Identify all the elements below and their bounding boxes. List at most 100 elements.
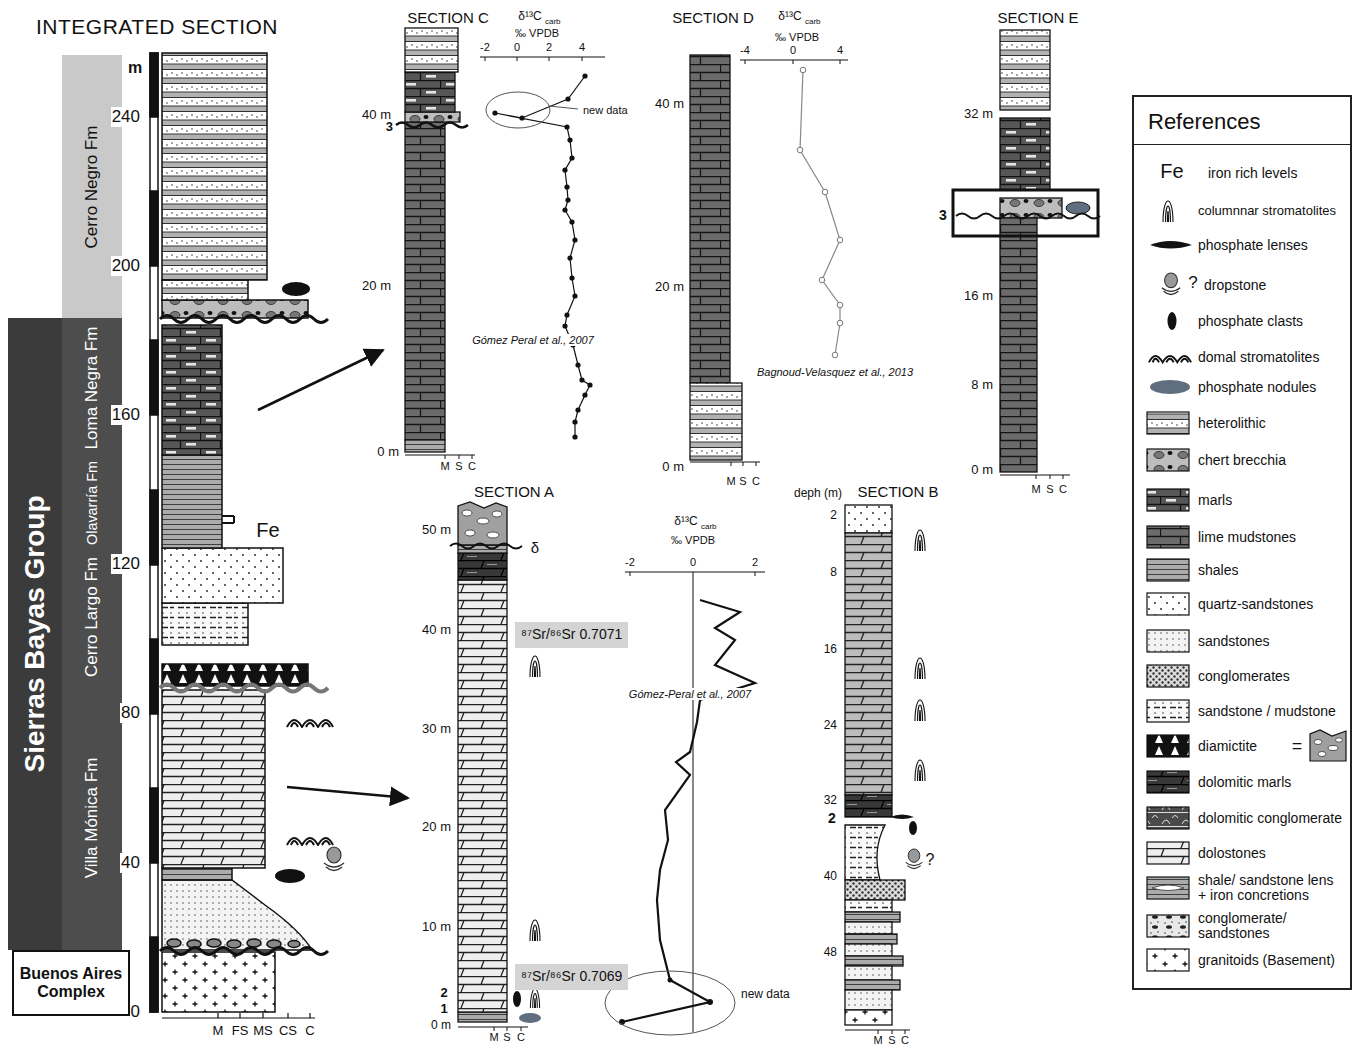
axis-label: 20 m bbox=[654, 280, 685, 295]
legend-text: heterolithic bbox=[1197, 415, 1267, 431]
legend-text: diamictite bbox=[1197, 738, 1258, 754]
axis-label: 40 bbox=[120, 853, 141, 873]
axis-label: 0 m bbox=[970, 463, 994, 478]
node-text: Sierras Bayas Group bbox=[19, 495, 51, 772]
legend-text: conglomerates bbox=[1197, 668, 1291, 684]
axis-label: Gómez-Peral et al., 2007 bbox=[628, 688, 752, 701]
axis-label: ‰ VPDB bbox=[670, 534, 716, 547]
axis-label: 0 bbox=[689, 556, 697, 569]
axis-label: Fe bbox=[1159, 160, 1184, 183]
legend-text: sandstones bbox=[1197, 633, 1271, 649]
axis-label: 200 bbox=[111, 256, 141, 276]
legend-text: dolomitic marls bbox=[1197, 774, 1292, 790]
axis-label: 32 m bbox=[963, 107, 994, 122]
node-text: Cerro Negro Fm bbox=[82, 125, 102, 248]
axis-label: 240 bbox=[111, 107, 141, 127]
axis-label: S bbox=[887, 1034, 896, 1046]
axis-label: SECTION E bbox=[997, 9, 1080, 26]
axis-label: 80 bbox=[120, 703, 141, 723]
axis-label: 30 m bbox=[421, 722, 452, 737]
basement-box: Buenos Aires Complex bbox=[12, 950, 130, 1016]
axis-label: δ¹³C bbox=[777, 10, 802, 24]
axis-label: CS bbox=[278, 1024, 298, 1039]
axis-label: ‰ VPDB bbox=[514, 27, 560, 40]
legend-text: dolomitic conglomerate bbox=[1197, 810, 1343, 826]
axis-label: 40 m bbox=[421, 623, 452, 638]
axis-label: δ¹³C bbox=[517, 10, 542, 24]
axis-label: 0 bbox=[789, 44, 797, 57]
axis-label: SECTION B bbox=[857, 483, 940, 500]
legend-text: phosphate nodules bbox=[1197, 379, 1317, 395]
axis-label: δ¹³C bbox=[673, 515, 698, 529]
axis-label: SECTION C bbox=[406, 9, 490, 26]
axis-label: new data bbox=[740, 988, 791, 1002]
axis-label: 16 m bbox=[963, 289, 994, 304]
axis-label: 8 m bbox=[970, 378, 994, 393]
formation-band: Villa Mónica Fm bbox=[62, 685, 122, 950]
axis-label: 2 bbox=[829, 509, 838, 523]
formation-band: Cerro Negro Fm bbox=[62, 55, 122, 318]
legend-text: sandstone / mudstone bbox=[1197, 703, 1337, 719]
axis-label: δ bbox=[530, 539, 540, 556]
axis-label: M bbox=[1030, 483, 1041, 496]
axis-label: Fe bbox=[255, 519, 280, 542]
axis-label: -2 bbox=[479, 41, 491, 54]
legend-text: lime mudstones bbox=[1197, 529, 1297, 545]
axis-label: m bbox=[127, 59, 143, 77]
axis-label: Bagnoud-Velasquez et al., 2013 bbox=[756, 366, 914, 379]
axis-label: carb bbox=[544, 17, 562, 26]
axis-label: 8 bbox=[829, 566, 838, 580]
legend-text: columnnar stromatolites bbox=[1197, 204, 1337, 219]
node-text: Buenos Aires Complex bbox=[14, 965, 128, 1002]
axis-label: carb bbox=[804, 17, 822, 26]
axis-label: S bbox=[738, 475, 747, 488]
axis-label: M bbox=[488, 1031, 499, 1044]
legend-text: chert brecchia bbox=[1197, 452, 1287, 468]
axis-label: M bbox=[725, 475, 736, 488]
axis-label: 50 m bbox=[421, 523, 452, 538]
axis-label: SECTION A bbox=[473, 483, 555, 500]
legend-text: phosphate lenses bbox=[1197, 237, 1309, 253]
axis-label: 160 bbox=[111, 405, 141, 425]
axis-label: 4 bbox=[836, 44, 844, 57]
legend-text: dropstone bbox=[1203, 277, 1267, 293]
axis-label: Gómez Peral et al., 2007 bbox=[471, 334, 595, 347]
axis-label: = bbox=[1291, 736, 1304, 757]
isotope-value-box: ⁸⁷Sr/⁸⁶Sr 0.7069 bbox=[515, 964, 628, 990]
axis-label: 0 m bbox=[430, 1019, 452, 1033]
axis-label: -2 bbox=[624, 556, 636, 569]
axis-label: carb bbox=[700, 522, 718, 531]
legend-text: shales bbox=[1197, 562, 1239, 578]
axis-label: M bbox=[872, 1034, 883, 1046]
axis-label: S bbox=[502, 1031, 511, 1044]
axis-label: 0 m bbox=[661, 460, 685, 475]
legend-text: shale/ sandstone lens + iron concretions bbox=[1197, 873, 1344, 904]
axis-label: 48 bbox=[823, 946, 838, 960]
axis-label: 10 m bbox=[421, 920, 452, 935]
axis-label: C bbox=[516, 1031, 526, 1044]
axis-label: 20 m bbox=[361, 279, 392, 294]
axis-label: 3 bbox=[938, 207, 948, 223]
legend-text: conglomerate/ sandstones bbox=[1197, 911, 1344, 942]
figure-title: INTEGRATED SECTION bbox=[35, 15, 279, 39]
axis-label: 0 m bbox=[376, 445, 400, 460]
group-band: Sierras Bayas Group bbox=[8, 318, 62, 950]
legend-text: quartz-sandstones bbox=[1197, 596, 1314, 612]
axis-label: S bbox=[1045, 483, 1054, 496]
node-text: Cerro Largo Fm bbox=[82, 557, 102, 677]
axis-label: C bbox=[900, 1034, 910, 1046]
axis-label: -4 bbox=[739, 44, 751, 57]
axis-label: 0 bbox=[513, 41, 521, 54]
axis-label: 2 bbox=[439, 986, 448, 1001]
formation-band: Loma Negra Fm bbox=[62, 318, 122, 458]
axis-label: 40 bbox=[823, 870, 838, 884]
axis-label: 0 bbox=[130, 1002, 141, 1022]
formation-band: Olavarría Fm bbox=[62, 458, 122, 548]
axis-label: M bbox=[212, 1024, 225, 1039]
node-text: ⁸⁷Sr/⁸⁶Sr 0.7069 bbox=[515, 964, 628, 988]
axis-label: 20 m bbox=[421, 820, 452, 835]
axis-label: ? bbox=[925, 851, 936, 869]
node-text: Olavarría Fm bbox=[84, 461, 101, 545]
legend-text: iron rich levels bbox=[1207, 165, 1298, 181]
